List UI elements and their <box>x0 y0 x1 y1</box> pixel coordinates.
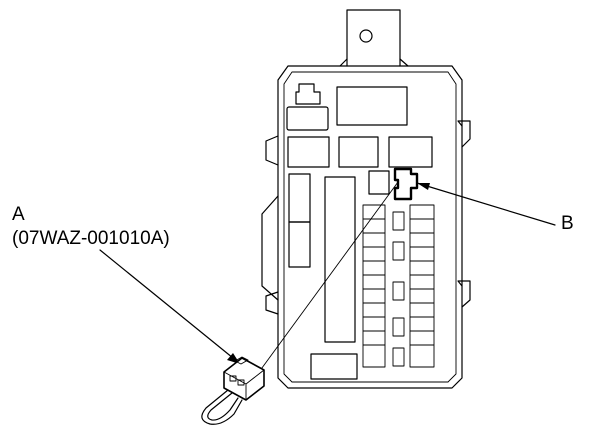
label-a: A <box>12 204 25 225</box>
label-a-part-number: (07WAZ-001010A) <box>12 228 170 249</box>
jumper-connector <box>201 356 265 425</box>
fuse-slot-tall-2 <box>288 221 311 268</box>
side-clips <box>261 120 471 315</box>
installation-guide-line <box>258 181 399 373</box>
relay-socket-4 <box>338 136 379 168</box>
small-socket <box>368 170 390 195</box>
leader-line-a <box>99 249 234 359</box>
long-connector-slot <box>324 176 356 343</box>
label-b: B <box>561 213 574 234</box>
small-relay-socket <box>295 83 321 105</box>
mounting-tab <box>339 9 409 67</box>
component-sockets <box>286 83 433 380</box>
highlighted-connector <box>393 167 419 201</box>
relay-socket-1 <box>286 106 329 131</box>
mounting-hole <box>359 29 373 43</box>
leader-arrow-b <box>417 183 430 190</box>
fuse-box-housing <box>277 65 463 389</box>
relay-socket-3 <box>287 136 330 168</box>
relay-socket-2 <box>336 86 408 126</box>
bottom-socket <box>310 353 358 380</box>
leader-line-b <box>416 182 556 226</box>
fuse-grid <box>362 204 435 368</box>
fuse-slot-tall-1 <box>288 173 311 223</box>
relay-socket-5 <box>388 136 433 168</box>
